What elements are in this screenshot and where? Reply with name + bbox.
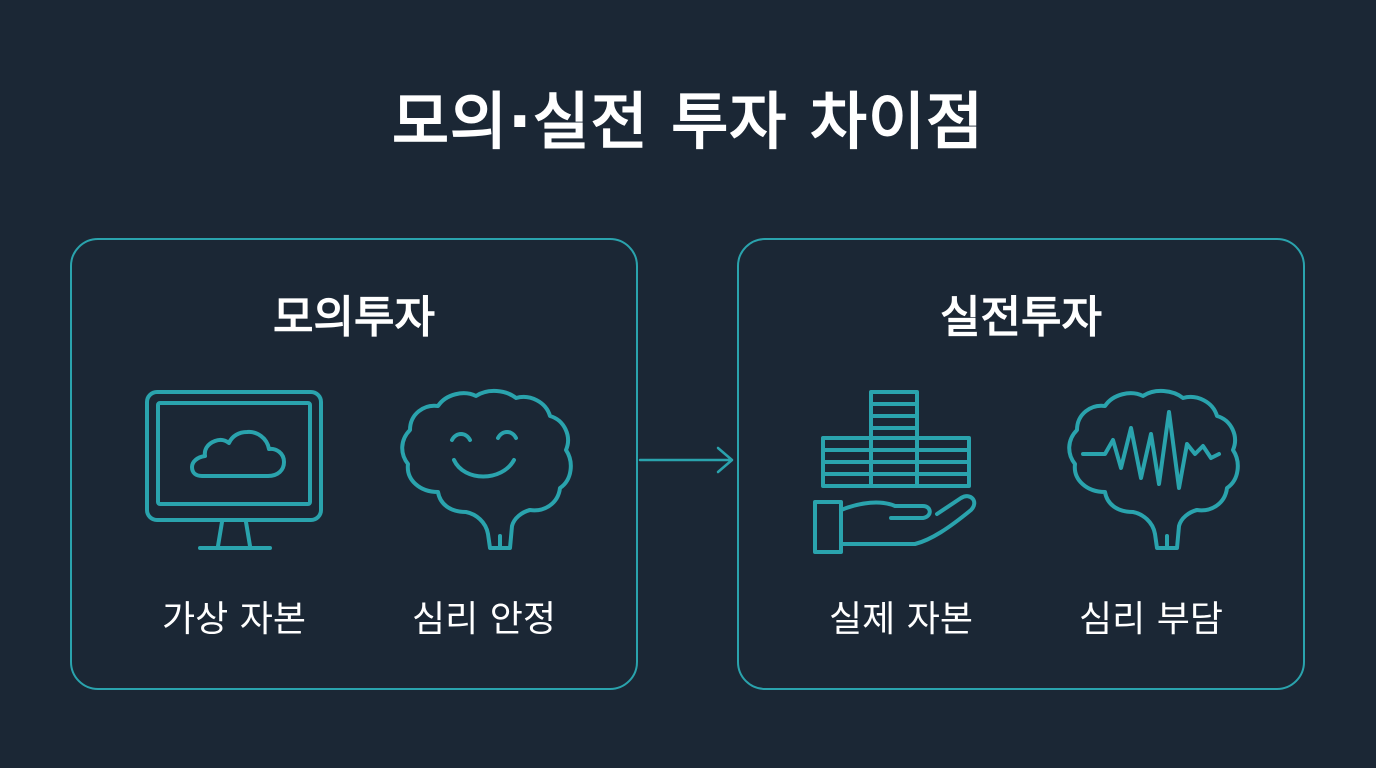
brain-heartbeat-icon bbox=[1067, 389, 1240, 550]
monitor-cloud-icon bbox=[145, 390, 323, 550]
panel-title: 모의투자 bbox=[273, 292, 435, 343]
item-label: 가상 자본 bbox=[162, 599, 306, 640]
panel-title: 실전투자 bbox=[940, 292, 1102, 343]
real-investment-panel: 실전투자 실제 자본 bbox=[737, 238, 1305, 690]
psychological-pressure-item: 심리 부담 bbox=[1031, 388, 1271, 658]
hand-money-stack-icon bbox=[813, 390, 977, 554]
psychological-stability-item: 심리 안정 bbox=[364, 388, 604, 658]
real-capital-item: 실제 자본 bbox=[781, 388, 1021, 658]
simulated-investment-panel: 모의투자 가상 자본 bbox=[70, 238, 638, 690]
diagram-title: 모의·실전 투자 차이점 bbox=[391, 85, 985, 158]
smiling-brain-icon bbox=[400, 389, 573, 550]
virtual-capital-item: 가상 자본 bbox=[114, 388, 354, 658]
item-label: 심리 안정 bbox=[412, 599, 556, 640]
item-label: 심리 부담 bbox=[1079, 599, 1223, 640]
right-arrow-icon bbox=[638, 446, 734, 474]
item-label: 실제 자본 bbox=[829, 599, 973, 640]
